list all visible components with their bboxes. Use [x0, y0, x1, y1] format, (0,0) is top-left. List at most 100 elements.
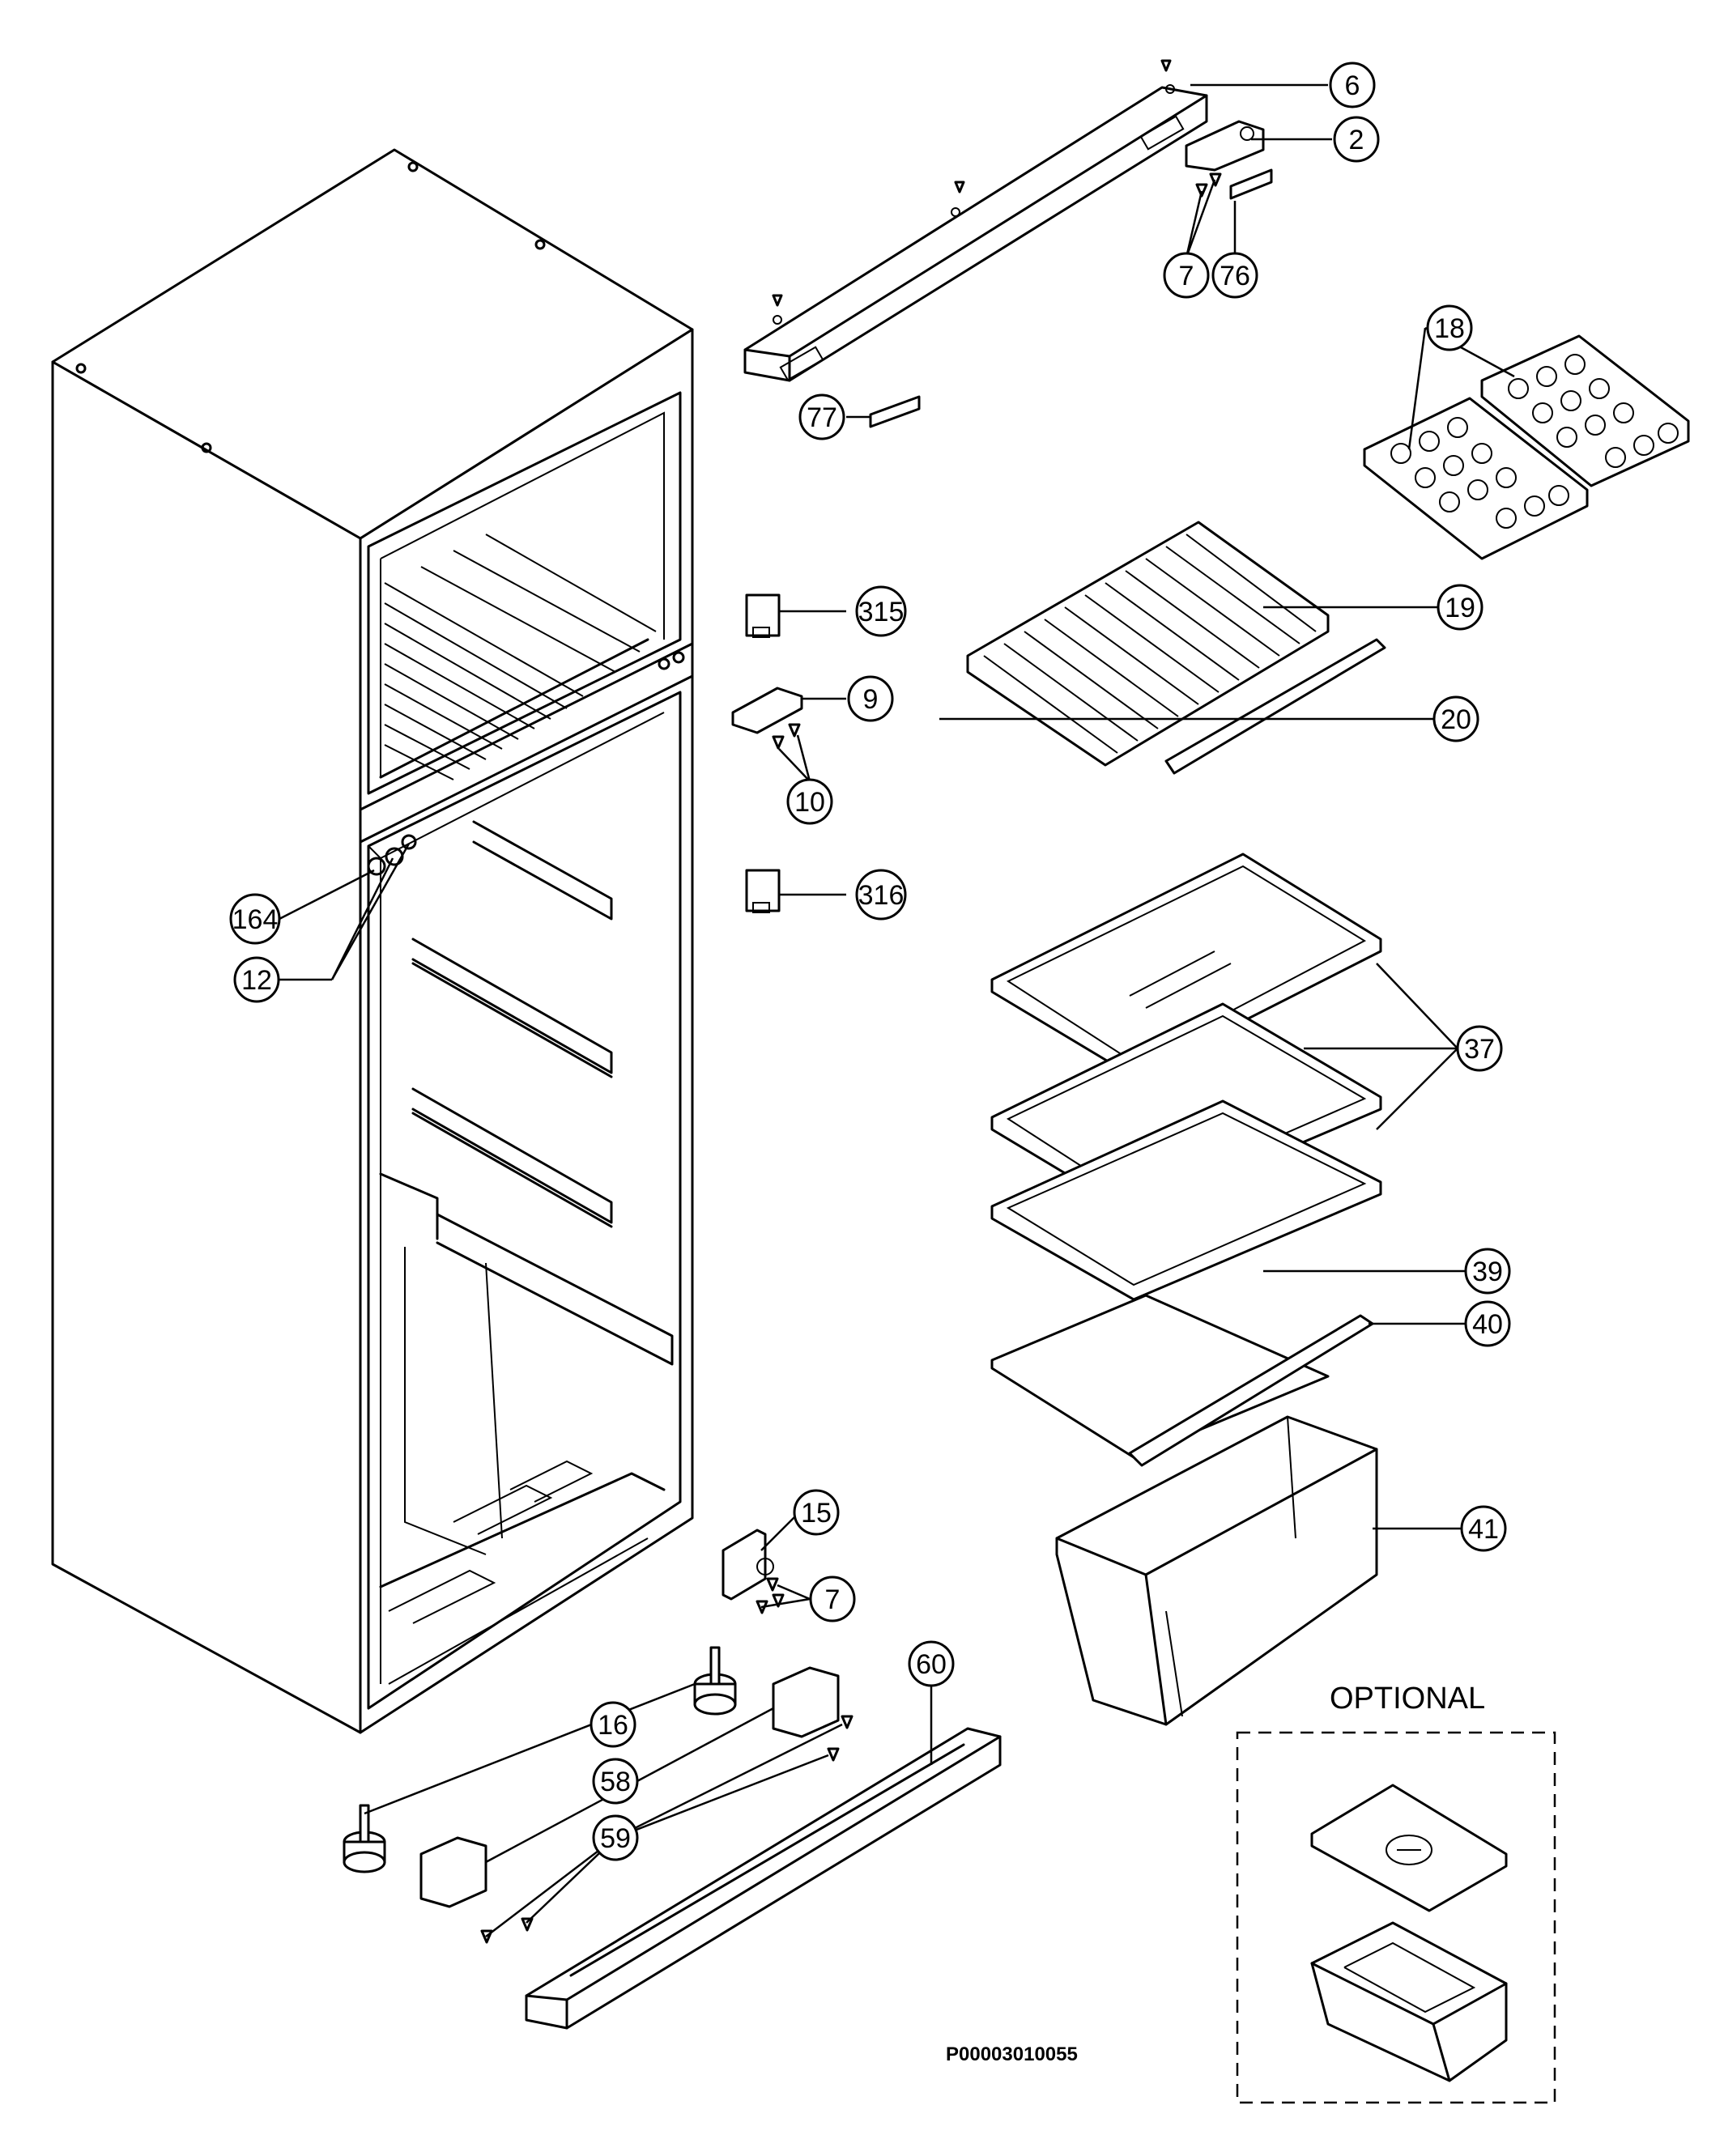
callout-number: 6	[1345, 70, 1360, 101]
callout-number: 19	[1445, 593, 1475, 623]
cover-plug	[869, 395, 921, 428]
glass-shelves	[990, 853, 1382, 1301]
callout-part-2: 2	[1333, 116, 1380, 163]
callout-number: 2	[1349, 125, 1364, 155]
top-hinge-cover	[743, 59, 1208, 382]
callout-part-60: 60	[908, 1640, 955, 1687]
callout-layer: 6 2 7 76 77 18 315 19 9 20 10 316 164 12 37 39 40 41 15 7 60…	[229, 62, 1511, 1861]
callout-bubble	[1437, 584, 1483, 631]
hinge-plug	[1229, 168, 1273, 200]
refrigerator-cabinet	[51, 148, 694, 1734]
callout-part-37: 37	[1456, 1025, 1503, 1072]
callout-part-316: 316	[855, 869, 907, 921]
callout-bubble	[855, 869, 907, 921]
callout-part-76: 76	[1211, 252, 1258, 299]
callout-part-7-top: 7	[1163, 252, 1210, 299]
crisper-compartment	[379, 1172, 666, 1685]
callout-bubble	[1460, 1505, 1507, 1552]
thermostat-sensor-315	[745, 593, 781, 638]
adjustable-foot-right	[693, 1646, 737, 1716]
freezer-wire-shelf	[966, 521, 1330, 767]
callout-number: 77	[807, 402, 837, 433]
callout-part-10: 10	[786, 778, 833, 825]
adjustable-foot-left	[343, 1804, 386, 1873]
callout-number: 164	[232, 904, 279, 935]
foot-support-right	[772, 1666, 840, 1738]
callout-part-15: 15	[793, 1489, 840, 1536]
callout-part-77: 77	[798, 393, 845, 440]
callout-bubble	[1426, 304, 1473, 351]
callout-part-9: 9	[847, 675, 894, 722]
callout-bubble	[908, 1640, 955, 1687]
optional-label: OPTIONAL	[1330, 1682, 1485, 1716]
callout-number: 10	[794, 787, 825, 818]
hinge-cover-screws	[772, 59, 1172, 307]
bottom-hinge-screws	[756, 1577, 785, 1614]
callout-bubble	[590, 1701, 636, 1748]
callout-number: 15	[801, 1498, 832, 1529]
leader-lines	[279, 83, 1515, 1937]
crisper-glass	[990, 1294, 1330, 1459]
callout-bubble	[592, 1814, 639, 1861]
callout-bubble	[798, 393, 845, 440]
callout-bubble	[1211, 252, 1258, 299]
callout-bubble	[855, 585, 907, 637]
callout-part-16: 16	[590, 1701, 636, 1748]
callout-bubble	[786, 778, 833, 825]
callout-number: 7	[825, 1584, 841, 1615]
bracket-screws	[772, 723, 801, 750]
callout-number: 316	[858, 880, 905, 911]
callout-number: 40	[1472, 1309, 1503, 1340]
callout-number: 18	[1434, 313, 1465, 344]
callout-part-59: 59	[592, 1814, 639, 1861]
callout-bubble	[1163, 252, 1210, 299]
callout-bubble	[847, 675, 894, 722]
kickplate	[525, 1727, 1002, 2030]
callout-number: 9	[863, 684, 879, 715]
callout-part-58: 58	[592, 1758, 639, 1805]
callout-number: 20	[1441, 704, 1471, 735]
drawing-id: P00003010055	[946, 2043, 1078, 2065]
callout-number: 12	[241, 965, 272, 996]
callout-number: 7	[1179, 261, 1194, 291]
callout-bubble	[233, 956, 280, 1003]
callout-bubble	[1464, 1248, 1511, 1295]
callout-number: 37	[1464, 1034, 1495, 1065]
callout-bubble	[1456, 1025, 1503, 1072]
callout-part-164: 164	[229, 893, 281, 945]
callout-bubble	[229, 893, 281, 945]
optional-box-bin	[1310, 1921, 1508, 2082]
optional-parts-box	[1236, 1731, 1556, 2104]
shelf-bracket	[731, 687, 803, 734]
fridge-shelf-rails	[411, 820, 674, 1366]
callout-part-39: 39	[1464, 1248, 1511, 1295]
callout-bubble	[793, 1489, 840, 1536]
callout-number: 39	[1472, 1257, 1503, 1287]
callout-part-12: 12	[233, 956, 280, 1003]
thermostat-sensor-316	[745, 869, 781, 913]
callout-part-20: 20	[1432, 695, 1479, 742]
callout-number: 41	[1468, 1514, 1499, 1545]
callout-bubble	[1333, 116, 1380, 163]
wire-shelf-trim	[1164, 638, 1386, 775]
callout-part-19: 19	[1437, 584, 1483, 631]
callout-bubble	[592, 1758, 639, 1805]
kickplate-screws	[480, 1715, 853, 1944]
crisper-drawer	[1055, 1415, 1378, 1726]
callout-bubble	[1464, 1300, 1511, 1347]
callout-number: 59	[600, 1823, 631, 1854]
callout-number: 16	[598, 1710, 628, 1741]
callout-number: 315	[858, 597, 905, 627]
callout-number: 76	[1220, 261, 1250, 291]
callout-number: 58	[600, 1767, 631, 1797]
callout-part-6: 6	[1329, 62, 1376, 108]
foot-support-left	[419, 1836, 487, 1908]
callout-bubble	[809, 1576, 856, 1622]
callout-number: 60	[916, 1649, 947, 1680]
optional-box-lid	[1310, 1784, 1508, 1912]
callout-part-315: 315	[855, 585, 907, 637]
callout-part-41: 41	[1460, 1505, 1507, 1552]
hinge-screws-top	[1195, 172, 1222, 198]
freezer-evaporator-grid	[379, 534, 657, 780]
